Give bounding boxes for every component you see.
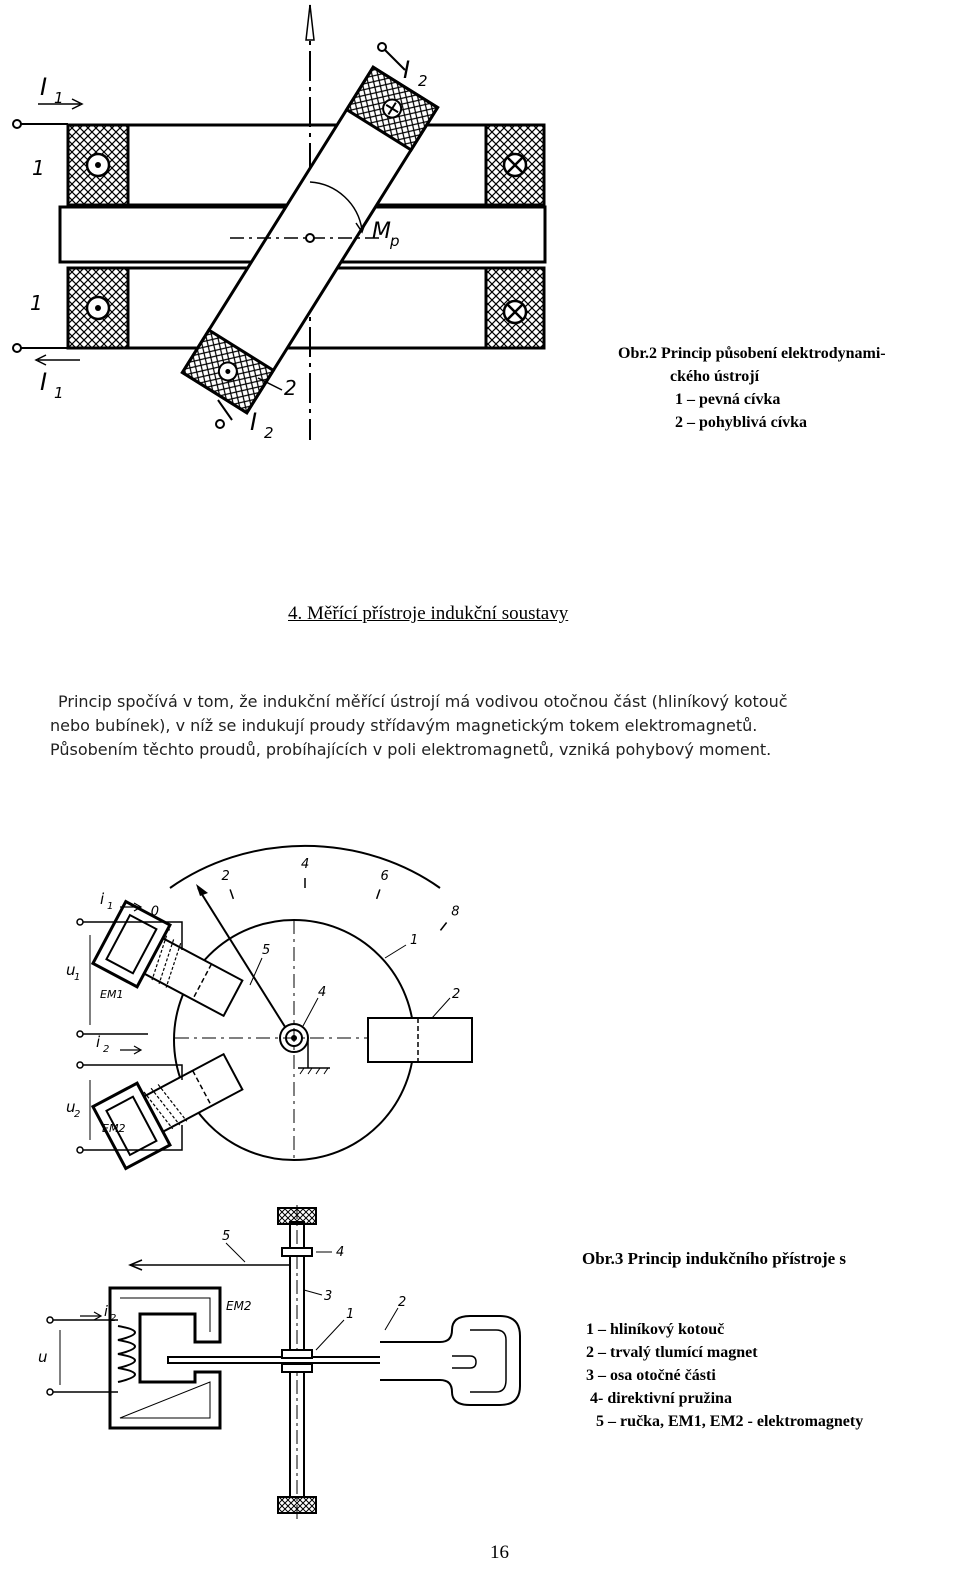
scale-tick-label: 8	[451, 904, 459, 919]
coil-moving-label: 2	[284, 376, 297, 400]
figure3-item5: 5 – ručka, EM1, EM2 - elektromagnety	[596, 1413, 864, 1430]
section-title: 4. Měřící přístroje indukční soustavy	[288, 603, 569, 624]
figure3-item2: 2 – trvalý tlumící magnet	[586, 1344, 758, 1361]
side-label-1: 1	[346, 1307, 354, 1322]
i2-bottom-sub: 2	[264, 424, 274, 442]
em2-label: EM2	[102, 1122, 125, 1135]
side-u-label: u	[38, 1348, 48, 1366]
side-i2-sub: 2	[110, 1313, 116, 1324]
u2-sub: 2	[74, 1109, 80, 1120]
side-label-3: 3	[324, 1289, 332, 1304]
scale-tick-mark	[439, 922, 448, 931]
page-number: 16	[490, 1542, 509, 1563]
label-2: 2	[452, 987, 460, 1002]
figure3-item3: 3 – osa otočné části	[586, 1367, 716, 1384]
paragraph-line3: Působením těchto proudů, probíhajících v…	[50, 740, 772, 759]
paragraph-line2: nebo bubínek), v níž se indukují proudy …	[50, 716, 758, 735]
figure-induction-topview: 0 2 4 6 8 i 1 i 2 u	[66, 844, 473, 1171]
paragraph-line1: Princip spočívá v tom, že indukční měříc…	[58, 692, 788, 711]
i1-label: i	[100, 890, 105, 908]
figure3-item1: 1 – hliníkový kotouč	[586, 1321, 725, 1338]
coil-fixed-top-label: 1	[32, 156, 45, 180]
figure3-caption-list: 1 – hliníkový kotouč 2 – trvalý tlumící …	[586, 1318, 863, 1433]
figure2-caption-line1: Obr.2 Princip působení elektrodynami-	[618, 345, 886, 362]
figure-electrodynamic-diagram: I 1 I 1 I 2 I 2 1 1 2 M p	[12, 4, 547, 442]
figure3-item4: 4- direktivní pružina	[590, 1390, 732, 1407]
i1-bottom-sub: 1	[54, 384, 64, 402]
scale-tick-mark	[229, 889, 235, 900]
scale-tick-label: 4	[301, 857, 309, 872]
i1-top-label: I	[40, 73, 47, 101]
figure2-caption-line3: 1 – pevná cívka	[675, 391, 781, 408]
i2-top-sub: 2	[418, 72, 428, 90]
label-1: 1	[410, 933, 418, 948]
scale-ticks: 0 2 4 6 8	[151, 857, 460, 931]
i2-label: i	[96, 1033, 101, 1051]
figure-induction-sideview: i 2 u EM2 1 2 3 4 5	[38, 1205, 521, 1520]
side-label-5: 5	[222, 1229, 230, 1244]
section-paragraph: Princip spočívá v tom, že indukční měříc…	[50, 690, 950, 762]
pointer-needle	[197, 887, 293, 1039]
side-label-4: 4	[336, 1245, 344, 1260]
figure3-caption-title: Obr.3 Princip indukčního přístroje s	[582, 1249, 847, 1268]
electromagnet-em2-side	[108, 1286, 222, 1430]
i2-top-label: I	[403, 56, 410, 84]
u2-label: u	[66, 1098, 76, 1116]
scale-tick-mark	[375, 889, 381, 900]
coil-fixed-bottom-label: 1	[30, 291, 43, 315]
electromagnet-em2	[90, 1052, 244, 1171]
scale-tick-label: 2	[222, 869, 230, 884]
i1-sub: 1	[107, 901, 113, 912]
side-em2-label: EM2	[226, 1299, 252, 1313]
u1-sub: 1	[74, 972, 80, 983]
i2-sub: 2	[103, 1044, 109, 1055]
damping-magnet	[367, 1017, 473, 1063]
i1-top-sub: 1	[54, 89, 64, 107]
u1-label: u	[66, 961, 76, 979]
figure2-caption-line2: ckého ústrojí	[670, 368, 760, 385]
moment-label: M	[372, 219, 391, 244]
figure2-caption: Obr.2 Princip působení elektrodynami- ck…	[618, 342, 958, 434]
label-4: 4	[318, 985, 326, 1000]
moment-sub: p	[389, 232, 400, 250]
label-5: 5	[262, 943, 270, 958]
scale-arc	[169, 844, 441, 889]
side-i2-label: i	[104, 1304, 108, 1320]
scale-tick-label: 0	[151, 904, 159, 919]
scale-tick-label: 6	[380, 869, 388, 884]
i1-bottom-label: I	[40, 368, 47, 396]
figure2-caption-line4: 2 – pohyblivá cívka	[675, 414, 808, 431]
i2-bottom-label: I	[250, 408, 257, 436]
electromagnet-em1	[90, 899, 244, 1018]
damping-magnet-side	[380, 1315, 521, 1406]
em1-label: EM1	[100, 988, 123, 1001]
side-label-2: 2	[398, 1295, 406, 1310]
